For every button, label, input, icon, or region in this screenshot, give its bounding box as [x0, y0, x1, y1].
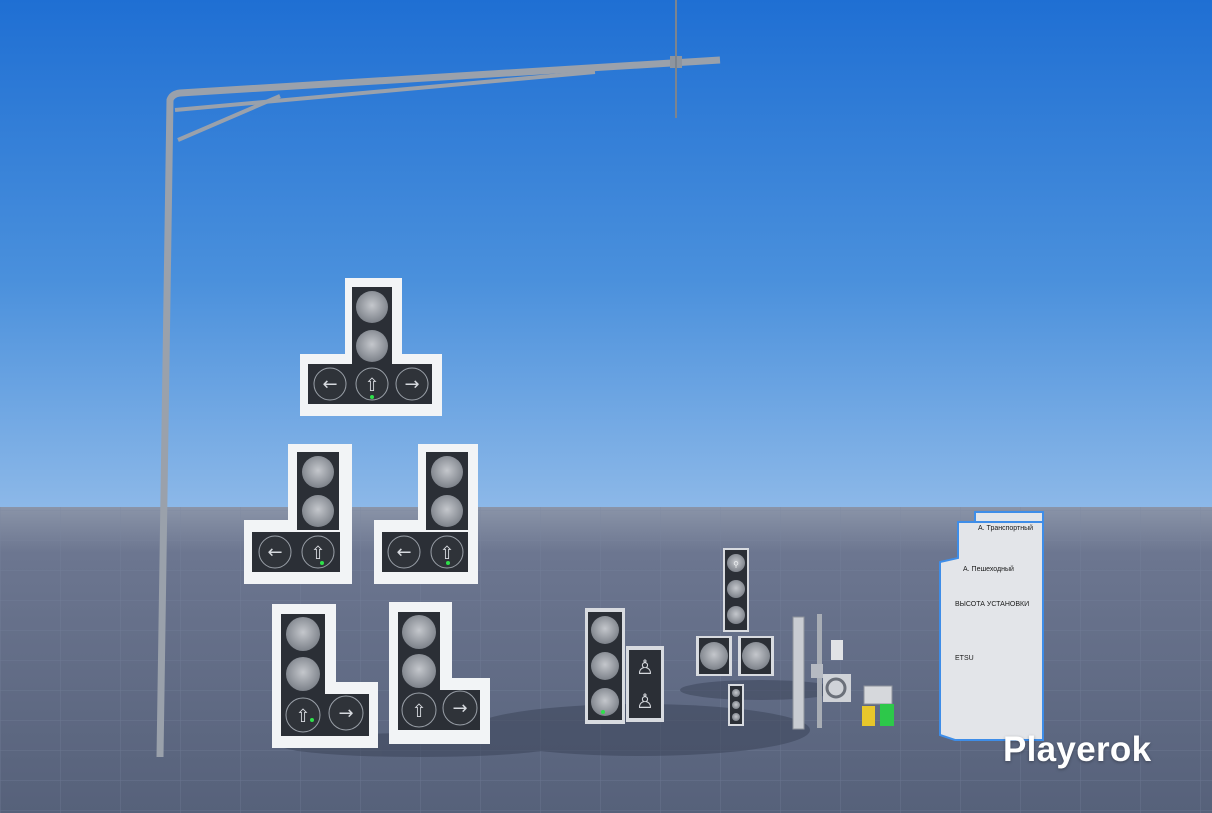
- traffic-light-straight-right-2[interactable]: ⇧ →: [389, 602, 490, 744]
- arrow-right-icon: →: [404, 374, 419, 395]
- traffic-light-left-straight[interactable]: ← ⇧: [244, 444, 352, 584]
- arrow-up-icon: ⇧: [411, 701, 426, 722]
- arrow-left-icon: ←: [322, 374, 337, 395]
- arrow-left-icon: ←: [267, 542, 282, 563]
- traffic-light-straight-right[interactable]: ⇧ →: [272, 604, 378, 748]
- arrow-up-icon: ⇧: [295, 706, 310, 727]
- pedestrian-icon: ♙: [636, 689, 654, 713]
- traffic-light-vertical-pedestrian[interactable]: ♙ ♙: [585, 608, 664, 724]
- info-line-4: ETSU: [955, 655, 974, 662]
- pedestrian-icon: ♙: [636, 655, 654, 679]
- info-sign-board[interactable]: А. Транспортный А. Пешеходный ВЫСОТА УСТ…: [939, 511, 1044, 741]
- info-line-3: ВЫСОТА УСТАНОВКИ: [955, 601, 1029, 608]
- info-line-1: А. Транспортный: [978, 524, 1033, 532]
- arrow-left-icon: ←: [396, 542, 411, 563]
- traffic-light-left-straight-2[interactable]: ← ⇧: [374, 444, 478, 584]
- arrow-right-icon: →: [452, 698, 467, 719]
- arrow-up-icon: ⇧: [310, 543, 325, 564]
- bicycle-icon: ⚲: [733, 560, 739, 569]
- info-line-2: А. Пешеходный: [963, 565, 1014, 573]
- arrow-up-icon: ⇧: [439, 543, 454, 564]
- traffic-light-t-three-arrows[interactable]: ← ⇧ →: [300, 278, 442, 416]
- arrow-up-icon: ⇧: [364, 375, 379, 396]
- pole-and-devices[interactable]: [792, 614, 894, 730]
- traffic-light-bicycle[interactable]: ⚲: [696, 548, 774, 726]
- traffic-light-pole[interactable]: [156, 0, 721, 758]
- arrow-right-icon: →: [338, 703, 353, 724]
- watermark-logo: Playerok: [1003, 730, 1152, 769]
- sky: [0, 0, 1212, 507]
